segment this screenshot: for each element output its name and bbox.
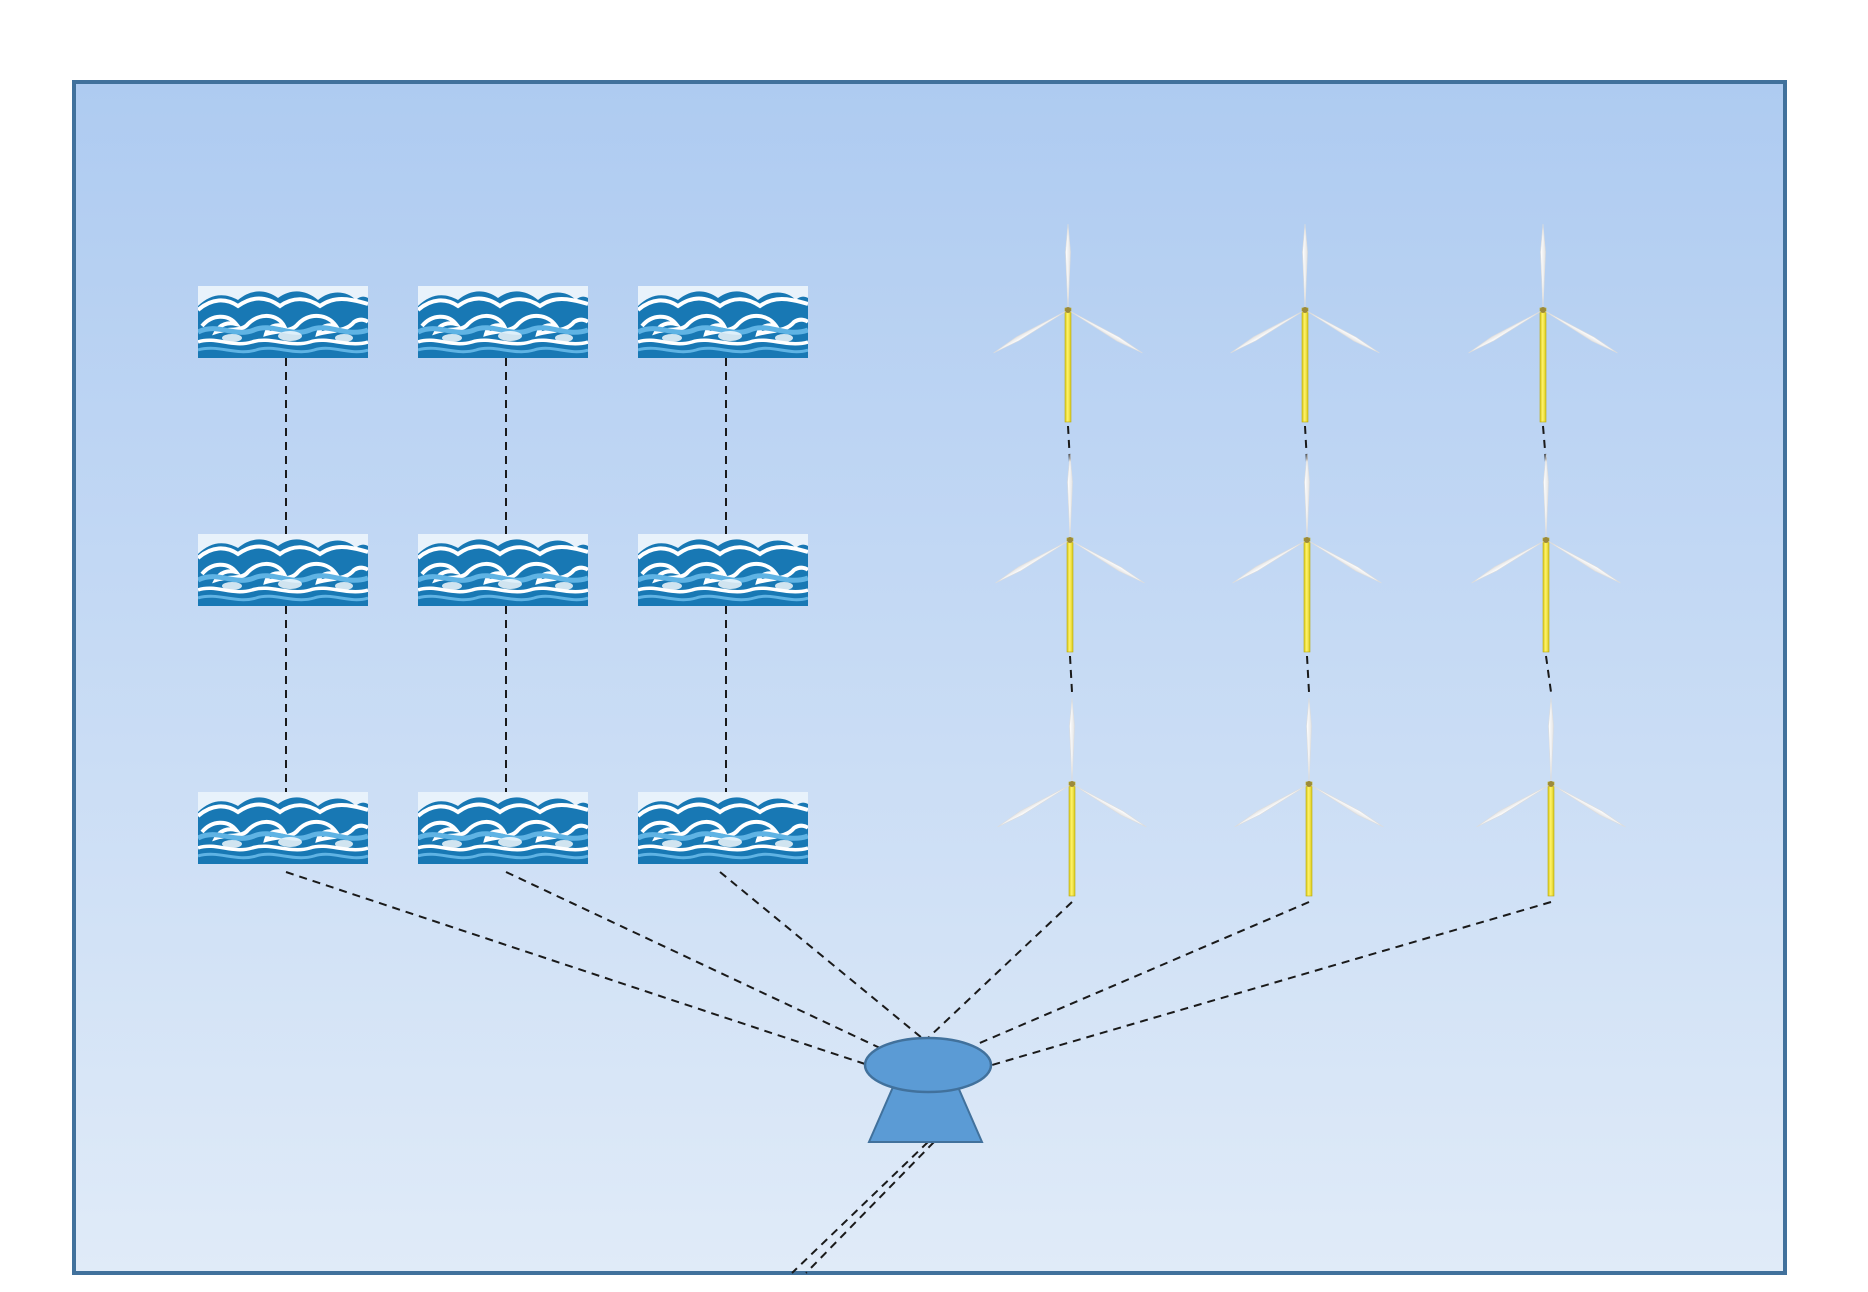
export-cable — [791, 1141, 929, 1274]
feeder-cable — [285, 871, 869, 1066]
ocean-wave-icon — [638, 534, 808, 606]
ocean-wave-icon — [418, 286, 588, 358]
offshore-substation-icon — [863, 1036, 993, 1143]
ocean-wave-icon — [198, 286, 368, 358]
export-cable — [805, 1141, 935, 1274]
ocean-wave-icon — [638, 792, 808, 864]
string-cable — [1545, 655, 1552, 693]
ocean-wave-icon — [638, 286, 808, 358]
string-cable — [1069, 655, 1073, 693]
string-cable — [1542, 425, 1547, 463]
feeder-cable — [974, 901, 1310, 1046]
substation-platform — [863, 1036, 993, 1094]
feeder-cable — [927, 901, 1073, 1039]
string-cable — [1306, 655, 1310, 693]
cable-network — [285, 358, 1552, 1274]
feeder-cable — [719, 871, 923, 1039]
ocean-wave-icon — [418, 534, 588, 606]
ocean-wave-icon — [418, 792, 588, 864]
ocean-wave-icon — [198, 792, 368, 864]
ocean-wave-icon — [198, 534, 368, 606]
